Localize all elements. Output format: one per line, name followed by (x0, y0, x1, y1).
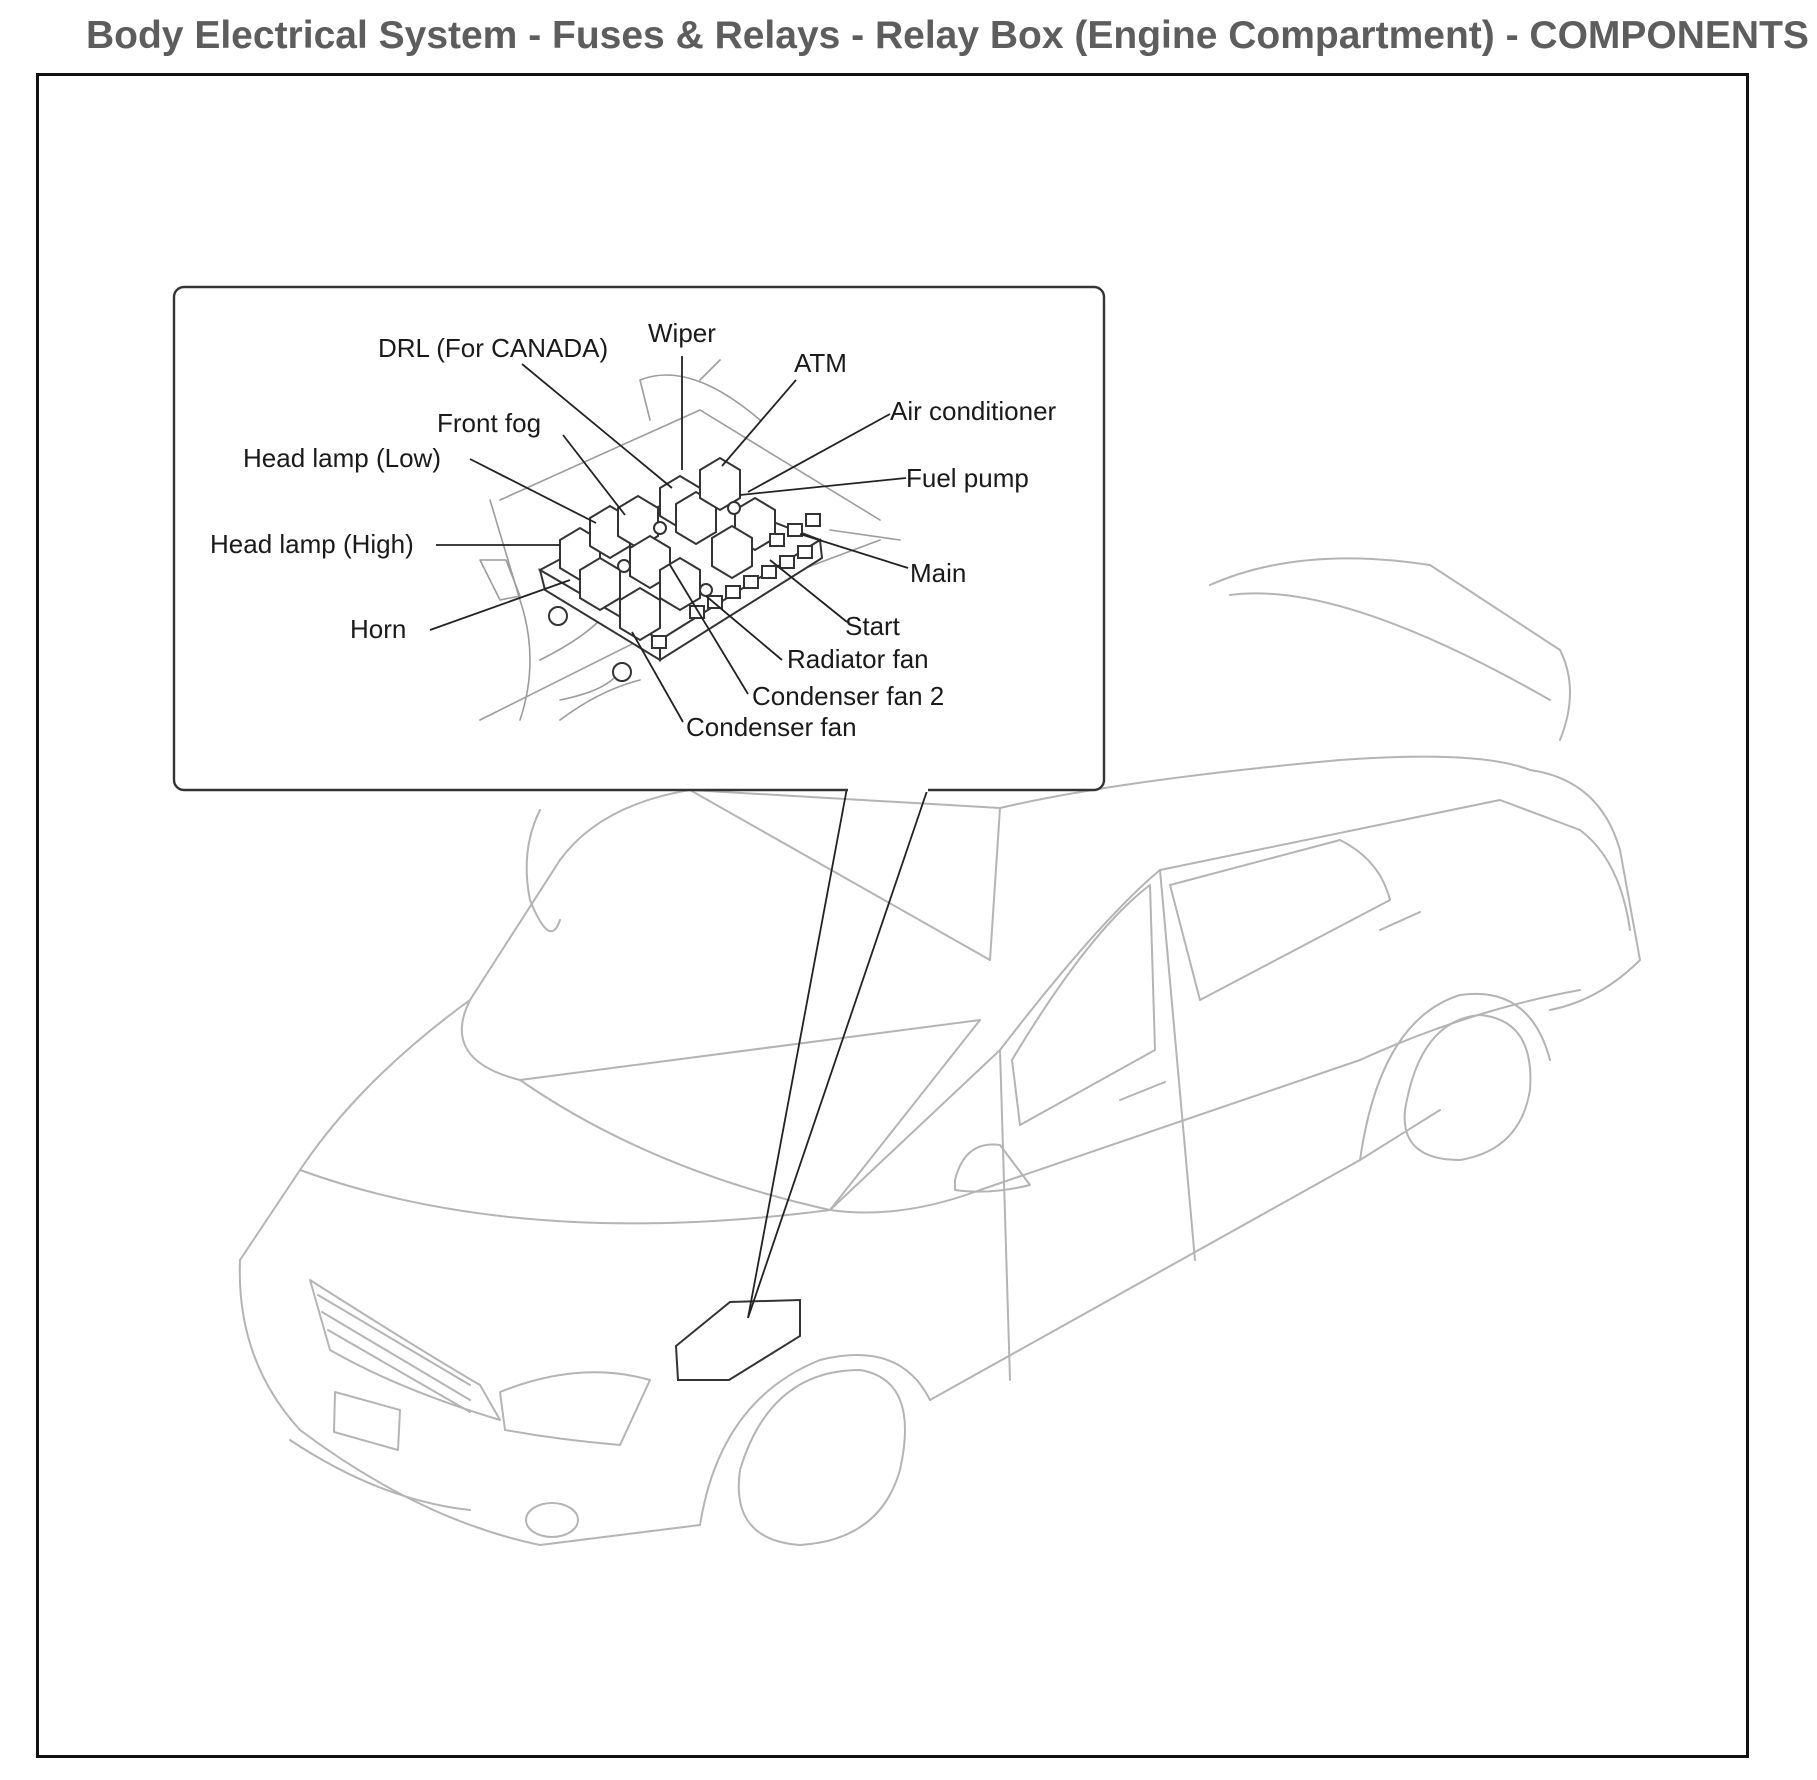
page-title: Body Electrical System - Fuses & Relays … (86, 14, 1809, 57)
diagram-frame (36, 73, 1749, 1758)
label-head-lamp-low: Head lamp (Low) (243, 443, 441, 473)
label-start: Start (845, 611, 901, 641)
label-main: Main (910, 558, 966, 588)
label-horn: Horn (350, 614, 406, 644)
label-head-lamp-high: Head lamp (High) (210, 529, 414, 559)
relay-box-location-marker (674, 1298, 801, 1381)
callout-labels: DRL (For CANADA) Wiper ATM Front fog Air… (210, 318, 1057, 742)
label-radiator-fan: Radiator fan (787, 644, 929, 674)
label-front-fog: Front fog (437, 408, 541, 438)
label-wiper: Wiper (648, 318, 716, 348)
relay-box (537, 456, 824, 682)
label-fuel-pump: Fuel pump (906, 463, 1029, 493)
callout-leaders (429, 356, 909, 723)
callout-pointer-left (747, 787, 848, 1319)
callout-pointer-right (747, 787, 929, 1319)
label-air-conditioner: Air conditioner (890, 396, 1057, 426)
label-condenser-fan: Condenser fan (686, 712, 857, 742)
label-condenser-fan-2: Condenser fan 2 (752, 681, 944, 711)
label-drl: DRL (For CANADA) (378, 333, 608, 363)
label-atm: ATM (794, 348, 847, 378)
